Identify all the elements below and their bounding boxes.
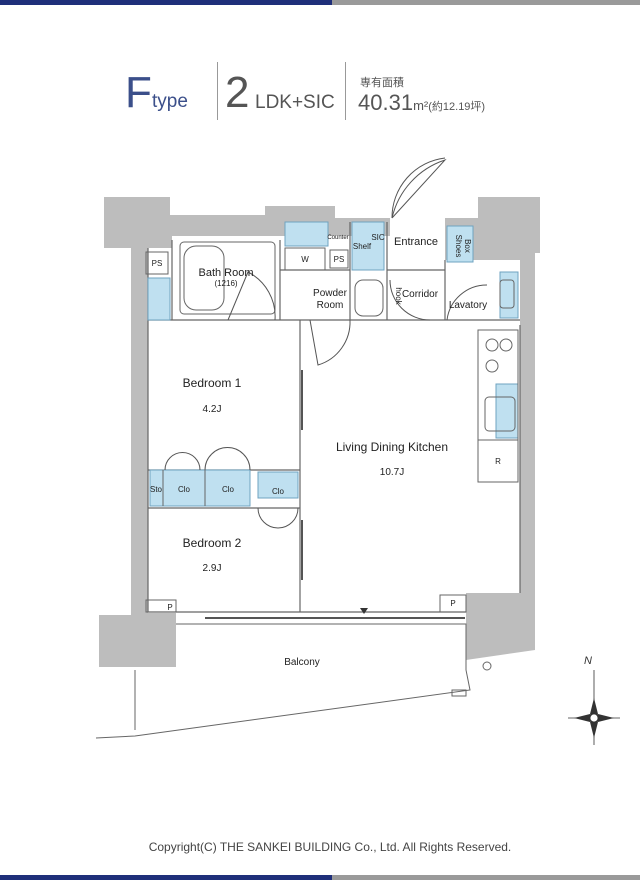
shelf-label: Shelf bbox=[353, 242, 372, 251]
wall-left bbox=[131, 248, 148, 618]
powder-room-name: Room bbox=[317, 300, 344, 311]
clo-label: Clo bbox=[178, 485, 191, 494]
ldk-size: 10.7J bbox=[380, 467, 404, 478]
balcony-label: Balcony bbox=[284, 657, 320, 668]
storage-closet-row bbox=[149, 469, 251, 507]
sic-label: SIC bbox=[371, 233, 385, 242]
layout-number: 2 bbox=[225, 68, 250, 117]
copyright-text: Copyright(C) THE SANKEI BUILDING Co., Lt… bbox=[148, 840, 512, 854]
bathtub bbox=[179, 241, 276, 315]
storage-areas bbox=[147, 221, 519, 507]
p-box-right bbox=[439, 594, 467, 613]
entrance-label: Entrance bbox=[394, 236, 438, 248]
hook-label: hook bbox=[394, 287, 403, 305]
room-labels: Bath Room (1216) Powder Room Entrance Co… bbox=[183, 236, 488, 668]
bedroom2-name: Bedroom 2 bbox=[183, 536, 242, 550]
wall-line bbox=[147, 248, 466, 613]
ps-box-mid bbox=[329, 249, 349, 269]
lavatory-label: Lavatory bbox=[449, 300, 487, 311]
plan-header: F type 2 LDK+SIC 専有面積 40.31m²(約12.19坪) bbox=[0, 60, 640, 130]
door-entrance bbox=[391, 158, 447, 219]
clo-label: Clo bbox=[222, 485, 235, 494]
kitchen-sink bbox=[484, 396, 516, 432]
area-tsubo: (約12.19坪) bbox=[428, 101, 486, 113]
type-word: type bbox=[152, 91, 188, 112]
storage-lavatory bbox=[499, 271, 519, 319]
door-entrance-arc bbox=[391, 157, 446, 219]
door-closet bbox=[204, 447, 251, 471]
p-label: P bbox=[167, 603, 172, 612]
door-closet bbox=[164, 452, 201, 471]
layout-text: LDK+SIC bbox=[255, 92, 335, 113]
wall-bottom-left bbox=[99, 613, 176, 667]
p-box-left bbox=[145, 599, 177, 613]
clo-label: Clo bbox=[272, 487, 285, 496]
door-lavatory bbox=[446, 284, 488, 321]
stove-burner bbox=[485, 338, 499, 352]
bath-room-size: (1216) bbox=[214, 279, 237, 288]
corridor-label: Corridor bbox=[402, 289, 439, 300]
lavatory-sink bbox=[499, 279, 515, 309]
door-corridor bbox=[389, 279, 431, 321]
ps-label: PS bbox=[152, 259, 163, 268]
door-swings bbox=[164, 157, 488, 529]
bedroom2-size: 2.9J bbox=[203, 563, 222, 574]
ldk-name: Living Dining Kitchen bbox=[336, 440, 448, 454]
washer-box bbox=[284, 247, 326, 271]
area-number: 40.31 bbox=[358, 90, 414, 115]
shoes-box-label: Box bbox=[463, 239, 472, 253]
drain bbox=[482, 661, 492, 671]
area-label: 専有面積 bbox=[360, 77, 404, 89]
ps-label: PS bbox=[334, 255, 345, 264]
storage-shoes bbox=[446, 225, 474, 263]
fridge bbox=[477, 439, 519, 483]
north-label: N bbox=[584, 655, 592, 667]
wall-bottom-right bbox=[466, 593, 535, 660]
small-labels: PS PS Counter W Shelf SIC Shoes Box hook… bbox=[150, 233, 501, 612]
shoes-box-label: Shoes bbox=[454, 235, 463, 258]
sto-label: Sto bbox=[150, 485, 163, 494]
balcony-fixture bbox=[451, 689, 467, 697]
door-bath bbox=[227, 271, 276, 321]
header-divider bbox=[217, 62, 218, 120]
area-unit: m² bbox=[413, 98, 429, 113]
balcony bbox=[95, 623, 492, 739]
header-divider bbox=[345, 62, 346, 120]
compass-icon: N bbox=[568, 655, 620, 745]
storage-left bbox=[147, 277, 171, 321]
type-letter: F bbox=[125, 68, 152, 117]
bath-room-name: Bath Room bbox=[198, 267, 253, 279]
door-bedroom2-closet bbox=[257, 507, 299, 529]
storage-sic bbox=[351, 221, 385, 271]
bathtub-inner bbox=[183, 245, 225, 311]
powder-room-name: Powder bbox=[313, 288, 348, 299]
window-marker-icon bbox=[360, 608, 368, 614]
stove-burner bbox=[499, 338, 513, 352]
fridge-label: R bbox=[495, 457, 501, 466]
fixtures bbox=[145, 241, 519, 613]
toilet bbox=[354, 279, 384, 317]
area-value: 40.31m²(約12.19坪) bbox=[358, 90, 485, 116]
interior-walls bbox=[147, 222, 521, 613]
structural-walls bbox=[99, 197, 540, 667]
balcony-outline bbox=[95, 623, 471, 739]
wall-right bbox=[520, 253, 535, 593]
ps-box-left bbox=[145, 251, 169, 275]
storage-counter bbox=[284, 221, 329, 247]
washer-label: W bbox=[301, 255, 309, 264]
stove-burner bbox=[485, 359, 499, 373]
counter-label: Counter bbox=[327, 235, 348, 241]
door-powder bbox=[309, 319, 351, 366]
bedroom1-name: Bedroom 1 bbox=[183, 376, 242, 390]
sliding-doors bbox=[205, 370, 465, 619]
storage-closet-b2 bbox=[257, 471, 299, 499]
p-label: P bbox=[450, 599, 455, 608]
bedroom1-size: 4.2J bbox=[203, 404, 222, 415]
